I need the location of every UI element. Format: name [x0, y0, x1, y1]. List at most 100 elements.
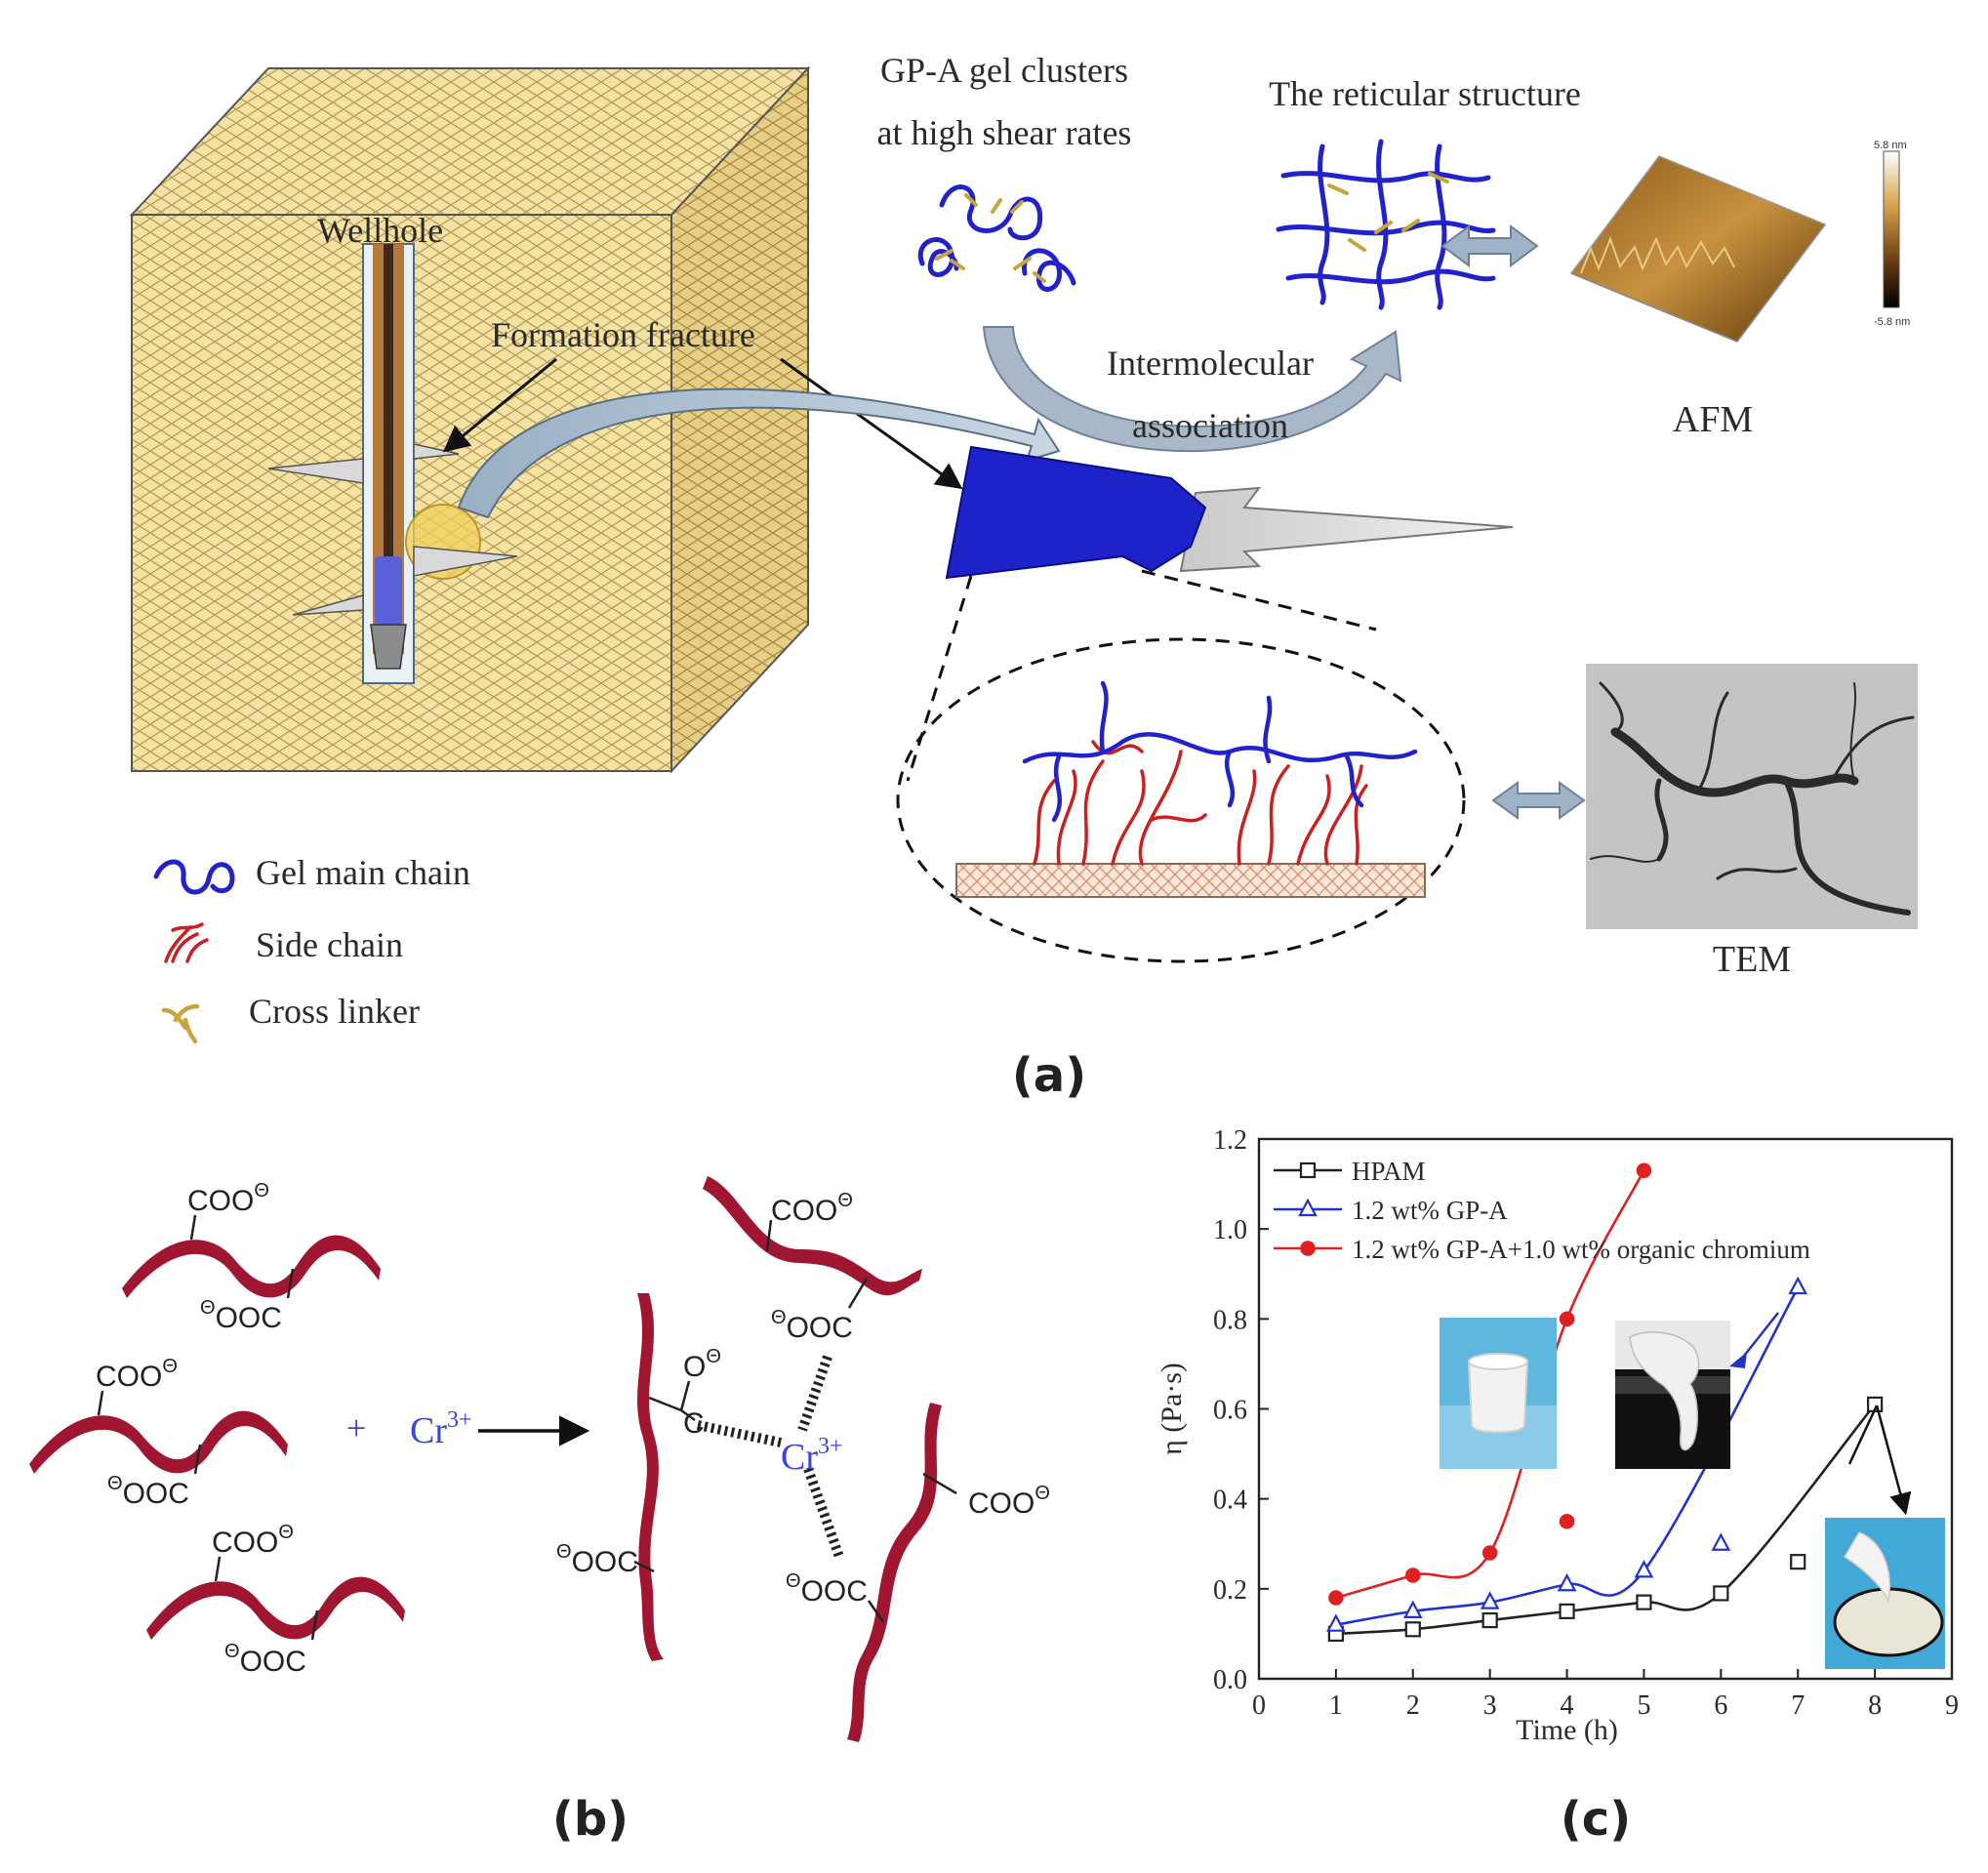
x-tick-label: 3: [1483, 1690, 1497, 1721]
series-2: [1328, 1162, 1652, 1606]
adsorbed-layer: [955, 680, 1426, 898]
caption-c: (c): [1561, 1792, 1631, 1847]
legend-marker: [1298, 1198, 1318, 1217]
x-tick-label: 4: [1561, 1690, 1574, 1721]
coo-label-2: COOΘ: [96, 1356, 178, 1393]
zoom-line-left: [906, 575, 973, 782]
legend-marker: [1300, 1241, 1316, 1256]
fracture-zoom-arrow: [780, 357, 963, 490]
caption-a: (a): [1012, 1048, 1086, 1103]
afm-colorbar: [1883, 150, 1900, 308]
x-tick-label: 8: [1868, 1690, 1882, 1721]
label-clusters-line2: at high shear rates: [877, 113, 1132, 152]
label-intermolecular-line2: association: [1132, 406, 1288, 445]
afm-scale-top: 5.8 nm: [1874, 140, 1907, 151]
data-point: [1402, 1600, 1423, 1618]
data-point: [1326, 1613, 1346, 1632]
x-tick-label: 0: [1252, 1690, 1266, 1721]
legend-marker: [1299, 1161, 1317, 1179]
series-line: [1335, 1404, 1877, 1636]
association-arrow: [982, 326, 1402, 453]
y-tick-label: 1.2: [1213, 1125, 1247, 1156]
x-tick-label: 2: [1406, 1690, 1420, 1721]
panel-b: COOΘ ΘOOC COOΘ ΘOOC COOΘ ΘOOC + Cr3+: [29, 1176, 1050, 1847]
data-point: [1557, 1572, 1577, 1592]
formation-block: [129, 65, 811, 774]
reactant-chain-1: [122, 1235, 381, 1298]
legend-cross-linker: Cross linker: [249, 992, 420, 1031]
legend-label: HPAM: [1352, 1157, 1426, 1186]
data-point: [1711, 1532, 1731, 1551]
bond-o-label: OΘ: [683, 1346, 721, 1383]
yellow-linker-icon: [161, 1003, 200, 1044]
data-point: [1790, 1554, 1806, 1570]
data-point: [1559, 1311, 1575, 1327]
series-line: [1335, 1169, 1645, 1600]
tem-image: [1586, 664, 1918, 929]
reactant-bonds: [97, 1214, 319, 1641]
pointer-hpam: [1875, 1405, 1912, 1516]
x-tick-label: 6: [1714, 1690, 1727, 1721]
zoom-ellipse: [896, 637, 1466, 963]
red-branch-icon: [164, 922, 209, 963]
x-tick-label: 5: [1637, 1690, 1650, 1721]
ooc-label-5: ΘOOC: [556, 1541, 638, 1578]
zoomed-fracture: [945, 445, 1514, 580]
data-point: [1404, 1621, 1421, 1638]
ooc-label-4: ΘOOC: [771, 1307, 853, 1344]
label-formation-fracture: Formation fracture: [491, 315, 755, 354]
label-tem: TEM: [1713, 939, 1791, 980]
well-fractures: [267, 443, 518, 616]
legend-side-chain: Side chain: [256, 925, 403, 964]
blue-coil-icon: [153, 859, 235, 895]
data-point: [1559, 1603, 1575, 1619]
data-point: [1559, 1513, 1575, 1529]
data-point: [1480, 1591, 1500, 1609]
bond-c-label: C: [683, 1407, 705, 1440]
panel-a-legend: Gel main chain Side chain Cross linker: [153, 853, 470, 1044]
label-intermolecular-line1: Intermolecular: [1107, 344, 1314, 383]
data-point: [1405, 1568, 1421, 1583]
data-point: [1328, 1590, 1344, 1606]
y-axis-label: η (Pa·s): [1156, 1363, 1188, 1455]
reactant-chain-2: [29, 1410, 288, 1474]
reticular-network: [1276, 139, 1496, 310]
coo-label-5: COOΘ: [968, 1483, 1050, 1520]
product-chain-right: [847, 1403, 942, 1742]
reactant-labels: COOΘ ΘOOC COOΘ ΘOOC COOΘ ΘOOC: [96, 1180, 306, 1678]
panel-a: Wellhole Formation fracture GP-A gel clu…: [129, 51, 1918, 1103]
y-tick-label: 0.2: [1213, 1575, 1247, 1606]
photo-gel-stretch: [1615, 1321, 1730, 1469]
zoom-line-right: [1141, 569, 1377, 631]
cr-ion-label: Cr3+: [410, 1407, 472, 1451]
ooc-label-3: ΘOOC: [224, 1641, 306, 1678]
afm-scale-bottom: -5.8 nm: [1874, 316, 1910, 328]
y-tick-label: 1.0: [1213, 1215, 1247, 1245]
flow-arrow: [457, 387, 1061, 519]
data-point: [1481, 1611, 1498, 1629]
data-point: [1713, 1585, 1729, 1602]
product-bonds: [633, 1219, 957, 1623]
data-point: [1634, 1560, 1654, 1578]
label-afm: AFM: [1673, 399, 1753, 440]
reactant-chains: [29, 1235, 405, 1640]
x-tick-label: 9: [1945, 1690, 1959, 1721]
label-clusters-line1: GP-A gel clusters: [880, 51, 1128, 90]
photo-gel-bag: [1825, 1518, 1945, 1669]
cr-center-label: Cr3+: [781, 1434, 843, 1478]
caption-b: (b): [552, 1792, 629, 1847]
coo-label-1: COOΘ: [187, 1180, 269, 1217]
ooc-label-2: ΘOOC: [107, 1473, 189, 1510]
product-chains: [637, 1176, 942, 1742]
pointer-hpam-branch: [1847, 1405, 1879, 1465]
y-tick-label: 0.4: [1213, 1486, 1247, 1516]
coordination-bonds: [696, 1355, 844, 1559]
data-point: [1636, 1594, 1652, 1610]
x-tick-label: 7: [1791, 1690, 1805, 1721]
data-point: [1481, 1545, 1498, 1561]
